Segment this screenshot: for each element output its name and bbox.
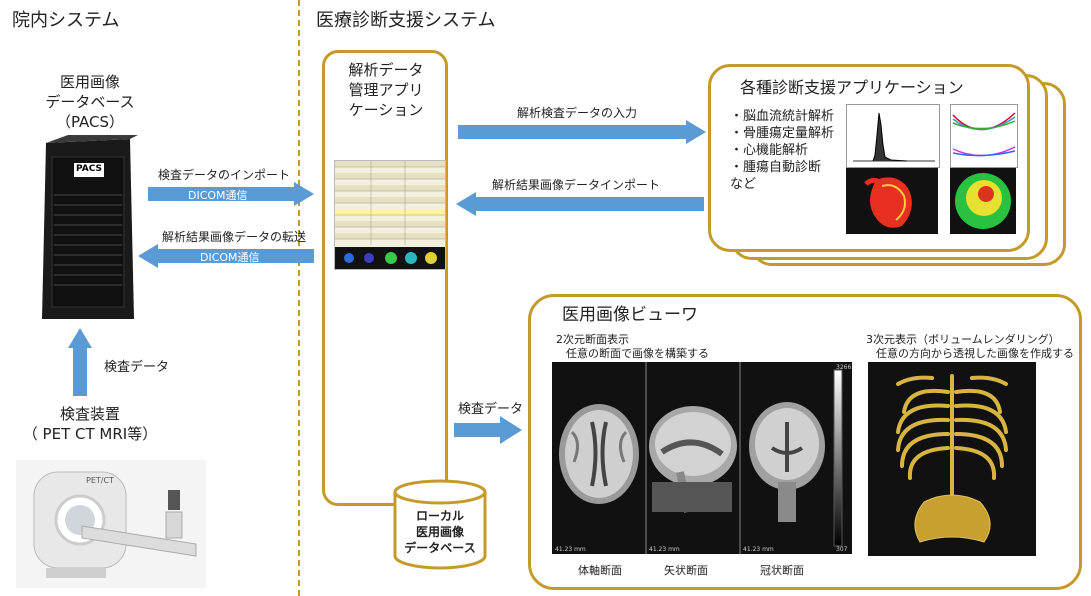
- viewer-input-arrow-label: 検査データ: [458, 402, 524, 417]
- result-import-arrow-label: 解析結果画像データインポート: [492, 178, 661, 192]
- viewer-3d-line1: 3次元表示（ボリュームレンダリング）: [866, 333, 1060, 346]
- analysis-input-arrow-label: 解析検査データの入力: [517, 106, 638, 120]
- diag-app-item: ・腫瘍自動診断: [730, 160, 822, 175]
- histogram-image: [846, 104, 940, 168]
- viewer-3d-desc: 3次元表示（ボリュームレンダリング） 任意の方向から透視した画像を作成する: [866, 333, 1074, 361]
- pacs-label: 医用画像 データベース （PACS）: [20, 72, 160, 132]
- diag-apps-list: ・脳血流統計解析 ・骨腫瘍定量解析 ・心機能解析 ・腫瘍自動診断 など: [730, 108, 834, 193]
- mgmt-app-screenshot: [334, 160, 446, 270]
- viewer-3d-line2: 任意の方向から透視した画像を作成する: [876, 347, 1074, 360]
- exam-device-label-line1: 検査装置: [59, 405, 120, 423]
- transfer-arrow-inner: DICOM通信: [200, 251, 260, 264]
- exam-up-arrow-label: 検査データ: [104, 360, 170, 375]
- import-arrow: DICOM通信: [148, 182, 314, 206]
- local-db-label: ローカル 医用画像 データベース: [392, 508, 488, 556]
- curve-graph-image: [950, 104, 1018, 168]
- pacs-badge: PACS: [76, 164, 102, 174]
- mgmt-app-title-line2: 管理アプリ: [348, 81, 424, 99]
- local-db-line2: 医用画像: [415, 525, 464, 539]
- volume-render-image: [868, 362, 1036, 556]
- scale-top-value: 3266: [836, 364, 852, 371]
- pacs-label-line3: （PACS）: [55, 113, 125, 131]
- viewer-2d-desc: 2次元断面表示 任意の断面で画像を構築する: [556, 333, 709, 361]
- caption-sagittal: 矢状断面: [664, 564, 708, 577]
- diag-apps-title: 各種診断支援アプリケーション: [740, 78, 964, 97]
- pet-ct-badge: PET/CT: [86, 476, 114, 485]
- pacs-server-icon: PACS: [38, 135, 138, 323]
- caption-coronal: 冠状断面: [760, 564, 804, 577]
- viewer-2d-line2: 任意の断面で画像を構築する: [566, 347, 709, 360]
- slice-corner-readout-axial: 41.23 mm: [555, 546, 586, 553]
- exam-device-label-line2: （ PET CT MRI等）: [22, 425, 158, 443]
- mgmt-app-title-line1: 解析データ: [348, 61, 424, 79]
- heart-3d-image: [846, 168, 938, 234]
- viewer-input-arrow: [454, 416, 522, 444]
- transfer-arrow: DICOM通信: [138, 244, 314, 268]
- mgmt-app-title-line3: ケーション: [348, 101, 424, 119]
- slice-corner-readout-sagittal: 41.23 mm: [649, 546, 680, 553]
- slice-panel: 3266 307 41.23 mm 41.23 mm 41.23 mm: [552, 362, 852, 554]
- import-arrow-inner: DICOM通信: [188, 189, 248, 202]
- analysis-input-arrow: [458, 120, 706, 144]
- local-db-line3: データベース: [404, 541, 476, 555]
- viewer-title: 医用画像ビューワ: [562, 305, 698, 325]
- left-section-title: 院内システム: [12, 10, 120, 31]
- right-section-title: 医療診断支援システム: [316, 10, 496, 31]
- exam-up-arrow: [68, 328, 92, 396]
- section-divider: [298, 0, 300, 596]
- polar-map-image: [950, 168, 1016, 234]
- diag-app-more: など: [730, 177, 757, 192]
- import-arrow-label: 検査データのインポート: [158, 168, 291, 182]
- local-db-line1: ローカル: [415, 509, 464, 523]
- diag-app-item: ・心機能解析: [730, 143, 809, 158]
- diag-app-item: ・脳血流統計解析: [730, 109, 835, 124]
- pacs-label-line2: データベース: [45, 93, 135, 111]
- pacs-label-line1: 医用画像: [59, 73, 120, 91]
- diag-app-item: ・骨腫瘍定量解析: [730, 126, 835, 141]
- mgmt-app-box: [322, 50, 448, 506]
- scale-bottom-value: 307: [836, 546, 848, 553]
- transfer-arrow-label: 解析結果画像データの転送: [162, 230, 307, 244]
- exam-device-label: 検査装置 （ PET CT MRI等）: [20, 404, 160, 444]
- viewer-2d-line1: 2次元断面表示: [556, 333, 629, 346]
- caption-axial: 体軸断面: [578, 564, 622, 577]
- result-import-arrow: [456, 192, 704, 216]
- mgmt-app-title: 解析データ 管理アプリ ケーション: [326, 60, 446, 120]
- slice-corner-readout-coronal: 41.23 mm: [743, 546, 774, 553]
- local-db-cylinder: ローカル 医用画像 データベース: [392, 478, 488, 570]
- pet-ct-scanner-icon: PET/CT: [16, 460, 206, 588]
